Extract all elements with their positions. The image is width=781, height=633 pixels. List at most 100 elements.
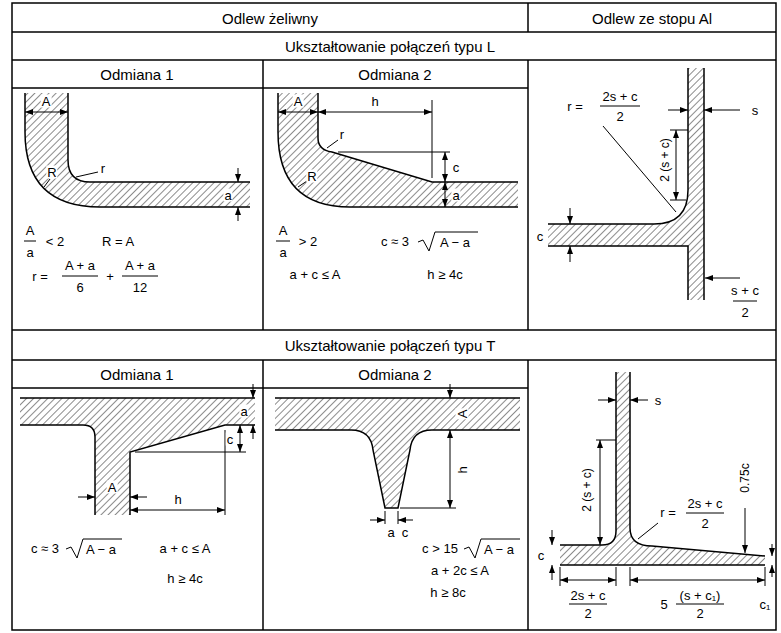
dimension-label: r =	[659, 506, 677, 519]
dimension-label: A	[41, 95, 52, 108]
dimension-label: c ≈ 3	[380, 235, 410, 248]
dimension-lines	[240, 425, 241, 452]
dimension-lines	[398, 511, 399, 524]
dimension-label: a + c ≤ A	[289, 268, 342, 281]
dimension-label: 6	[75, 281, 84, 294]
dimension-lines	[432, 100, 433, 178]
dimension-lines	[278, 112, 318, 113]
table-grid	[12, 3, 776, 630]
dimension-label: 2s + c	[686, 497, 723, 510]
dimension-label: a	[278, 246, 287, 259]
table-grid	[12, 387, 528, 389]
dimension-label: c > 15	[421, 542, 459, 555]
t-joint-section	[630, 372, 765, 556]
dimension-label: A	[107, 481, 118, 494]
dimension-lines	[445, 182, 446, 207]
dimension-label: a	[239, 405, 248, 418]
dimension-label: s + c	[730, 284, 760, 297]
dimension-label: 2s + c	[569, 589, 606, 602]
table-grid	[12, 359, 776, 361]
dimension-lines	[686, 513, 724, 514]
dimension-lines	[62, 276, 98, 277]
dimension-label: a + 2c ≤ A	[430, 564, 490, 577]
dimension-label: a + c ≤ A	[159, 542, 212, 555]
dimension-label: c	[452, 161, 461, 174]
dimension-label: 2	[700, 517, 709, 530]
l-joint-section	[25, 93, 250, 207]
dimension-lines	[66, 539, 122, 558]
dimension-lines	[464, 539, 520, 558]
dimension-lines	[772, 544, 773, 556]
dimension-label: A	[25, 224, 36, 237]
dimension-lines	[385, 511, 386, 524]
t-joint-section	[20, 398, 255, 515]
dimension-lines	[338, 152, 450, 153]
dimension-label: c	[536, 230, 545, 243]
dimension-label: < 2	[45, 235, 65, 248]
t-joint-section	[275, 398, 520, 508]
dimension-lines	[238, 207, 239, 221]
dimension-label: h	[370, 95, 379, 108]
l-joint-section	[25, 93, 250, 207]
dimension-lines	[276, 241, 290, 242]
dimension-label: A + a	[64, 259, 96, 272]
dimension-lines	[44, 179, 50, 187]
dimension-label: 2	[583, 607, 592, 620]
t-joint-section	[560, 372, 616, 545]
dimension-lines	[76, 172, 98, 177]
dimension-label: 2	[615, 110, 624, 123]
l-joint-section	[25, 93, 250, 207]
dimension-label: c	[226, 433, 235, 446]
table-header: Odlew ze stopu Al	[591, 11, 713, 26]
dimension-label: s	[654, 394, 663, 407]
t-joint-section	[130, 425, 255, 515]
dimension-label: 2	[695, 607, 704, 620]
l-joint-section	[68, 93, 250, 182]
dimension-lines	[733, 301, 757, 302]
l-joint-section	[703, 68, 705, 300]
dimension-lines	[25, 112, 68, 113]
t-joint-section	[560, 372, 765, 565]
dimension-label: 2 (s + c)	[659, 137, 671, 183]
dimension-lines	[670, 130, 688, 131]
table-grid	[12, 31, 776, 33]
table-header: Odmiana 1	[99, 67, 174, 82]
dimension-lines	[238, 168, 239, 182]
dimension-lines	[668, 110, 688, 111]
table-header: Ukształtowanie połączeń typu T	[284, 338, 497, 353]
dimension-lines	[570, 246, 571, 262]
dimension-label: r =	[566, 100, 584, 113]
dimension-label: 0.75c	[739, 462, 751, 493]
dimension-lines	[616, 567, 617, 586]
dimension-label: 12	[132, 281, 148, 294]
l-joint-section	[548, 68, 704, 300]
dimension-lines	[560, 580, 616, 581]
dimension-lines	[596, 440, 616, 441]
dimension-lines	[398, 520, 413, 521]
dimension-label: h ≥ 4c	[426, 268, 463, 281]
t-joint-section	[20, 425, 95, 515]
t-joint-section	[275, 398, 520, 508]
table-grid	[12, 59, 776, 61]
t-joint-section	[275, 397, 520, 399]
l-joint-section	[548, 246, 688, 300]
dimension-lines	[24, 241, 36, 242]
dimension-lines	[638, 523, 658, 539]
dimension-label: R = A	[101, 235, 135, 248]
dimension-label: c	[537, 549, 546, 562]
dimension-lines	[450, 384, 451, 398]
table-header: Odmiana 2	[357, 367, 432, 382]
dimension-label: h ≥ 4c	[166, 572, 203, 585]
table-grid	[12, 329, 776, 331]
l-joint-section	[548, 68, 688, 224]
table-grid	[527, 3, 529, 32]
dimension-lines	[450, 430, 451, 508]
dimension-label: A	[293, 95, 304, 108]
dimension-lines	[327, 140, 338, 148]
dimension-label: A + a	[124, 259, 156, 272]
dimension-label: A	[456, 409, 469, 420]
dimension-lines	[560, 567, 561, 586]
dimension-lines	[318, 112, 432, 113]
dimension-lines	[630, 400, 648, 401]
